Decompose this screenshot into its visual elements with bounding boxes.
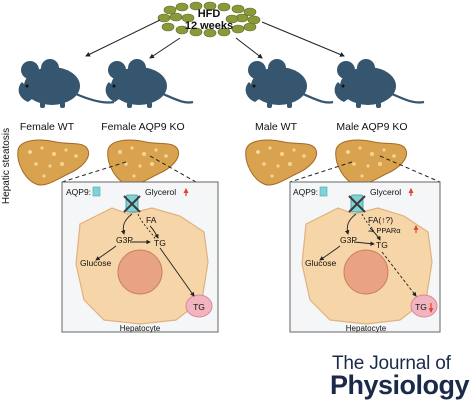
g3p-label: G3P (340, 235, 357, 245)
liver-male-ko-icon (335, 139, 408, 186)
liver-female-wt-icon (17, 139, 90, 186)
hfd-pellet-icon (157, 1, 261, 38)
aqp9-box-icon (92, 186, 101, 197)
ppar-label: ⇒ PPARα (368, 226, 401, 235)
glycerol-label: Glycerol (370, 187, 401, 197)
nucleus (117, 249, 163, 295)
glucose-label: Glucose (305, 258, 336, 268)
tg-label: TG (154, 238, 166, 248)
tg-label: TG (376, 240, 388, 250)
nucleus (343, 249, 389, 295)
aqp9-label: AQP9: (293, 187, 318, 197)
diet-label: HFD (198, 8, 221, 20)
mouse-female-wt-icon (18, 59, 115, 108)
journal-title-line2: Physiology (330, 370, 470, 400)
hepatocyte-panel-female: TG AQP9: Glycerol FA G3P TG Glucose Hepa… (61, 181, 219, 333)
tg-droplet-label: TG (193, 302, 205, 312)
journal-logo: The Journal of Physiology (330, 353, 474, 401)
pathway-arrows (95, 213, 195, 297)
liver-female-ko-icon (107, 139, 180, 186)
tg-droplet-label: TG (415, 302, 427, 312)
pathway-arrows (319, 213, 417, 297)
hepatic-steatosis-label: Hepatic steatosis (1, 128, 12, 204)
g3p-label: G3P (116, 235, 133, 245)
glucose-label: Glucose (80, 258, 111, 268)
glycerol-label: Glycerol (145, 187, 176, 197)
knockout-x-icon (348, 195, 366, 213)
hepatocyte-label: Hepatocyte (120, 324, 161, 333)
aqp9-label: AQP9: (66, 187, 91, 197)
group-label-male-ko: Male AQP9 KO (336, 121, 407, 133)
liver-male-wt-icon (245, 139, 318, 186)
group-label-female-wt: Female WT (20, 121, 75, 133)
hepatocyte-panel-male: TG AQP9: Glycerol FA(↑?) ⇒ PPARα G3P TG … (289, 181, 441, 333)
mouse-female-ko-icon (105, 59, 194, 108)
fa-label: FA(↑?) (368, 215, 393, 225)
knockout-x-icon (123, 195, 141, 213)
tg-droplet (185, 294, 213, 318)
journal-title-line1: The Journal of (332, 353, 451, 374)
zoom-lines (61, 155, 441, 183)
group-label-female-ko: Female AQP9 KO (101, 121, 184, 133)
fa-label: FA (146, 215, 157, 225)
hepatocyte-label: Hepatocyte (346, 324, 387, 333)
mouse-male-wt-icon (245, 59, 334, 108)
group-label-male-wt: Male WT (255, 121, 298, 133)
mouse-male-ko-icon (334, 59, 425, 108)
diet-arrows (85, 19, 345, 59)
aqp9-box-icon (319, 186, 328, 197)
diet-duration-label: 12 weeks (185, 20, 233, 32)
